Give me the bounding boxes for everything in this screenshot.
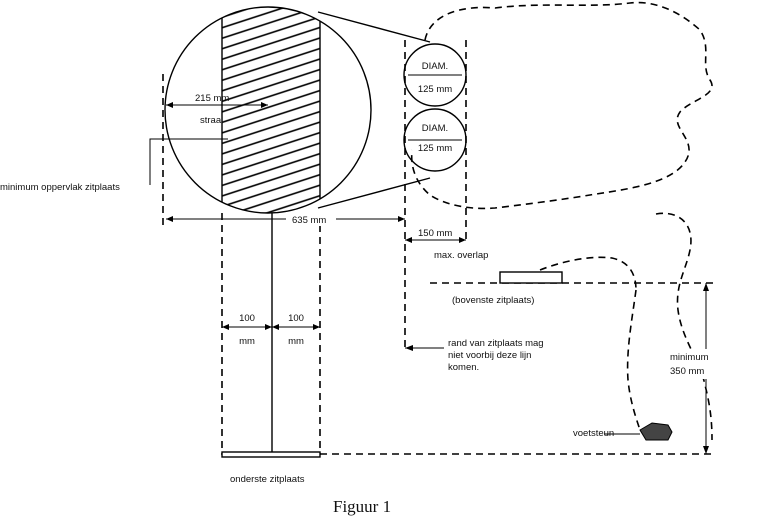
minimum-label: minimum [670,352,709,363]
straal-label: straal [200,115,223,126]
thigh-outline-dashed [539,256,637,291]
footrest [604,422,673,441]
lower-seat-board [221,451,321,458]
dim-100-arrows [222,324,320,330]
dim-635-label: 635 mm [292,215,326,226]
upper-seat-board [499,271,563,284]
dim-125-label-1: 125 mm [418,84,452,95]
edge-note-2: niet voorbij deze lijn [448,350,531,361]
hatched-seat-band [221,7,321,213]
dim-150-label: 150 mm [418,228,452,239]
diam-label-2: DIAM. [422,123,448,134]
shin-outline-dashed [626,289,641,431]
edge-note-3: komen. [448,362,479,373]
dim-215-label: 215 mm [195,93,229,104]
minimum-surface-leader [149,138,228,185]
mm-left: mm [239,336,255,347]
minimum-surface-label: minimum oppervlak zitplaats [0,182,120,193]
lower-seat-label: onderste zitplaats [230,474,305,485]
diam-label-1: DIAM. [422,61,448,72]
dim-150-arrows [405,237,466,243]
edge-arrow-head [405,345,413,351]
figure-caption: Figuur 1 [333,497,391,516]
max-overlap-label: max. overlap [434,250,488,261]
dim-125-label-2: 125 mm [418,143,452,154]
dim-100-left: 100 [239,313,255,324]
edge-note-1: rand van zitplaats mag [448,338,544,349]
dim-635-bg [286,212,336,226]
dim-100-right: 100 [288,313,304,324]
mm-right: mm [288,336,304,347]
dim-350-bg [668,349,732,379]
footrest-label: voetsteun [573,428,614,439]
person-outline-dashed [410,1,713,210]
upper-seat-label: (bovenste zitplaats) [452,295,534,306]
leg-outline-dashed [655,212,713,441]
dim-350-label: 350 mm [670,366,704,377]
